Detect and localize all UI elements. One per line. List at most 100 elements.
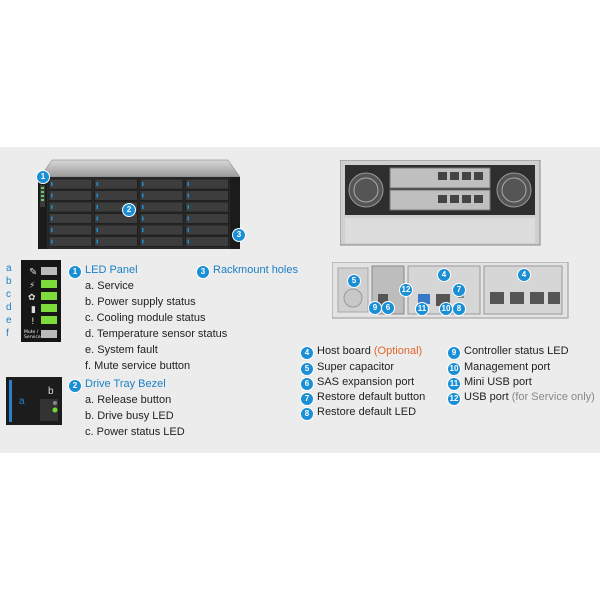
legend-1-item: a. Service [85,280,134,292]
drive-bay [94,213,138,224]
drive-bay-stripe [96,182,98,186]
rear-legend-badge: 10 [447,362,461,376]
legend-2-item: b. Drive busy LED [85,410,174,422]
rear-legend-item: Controller status LED [464,345,569,357]
drive-bay-stripe [142,182,144,186]
drive-bay-stripe [187,205,189,209]
rear-chassis-image [340,160,541,246]
callout-badge: 1 [36,170,50,184]
rear-legend-badge: 12 [447,392,461,406]
drive-bay-stripe [142,228,144,232]
rear-legend-item: Restore default LED [317,406,417,418]
legend-2-item: c. Power status LED [85,426,185,438]
mute-label: Service [24,334,41,340]
drive-bay-stripe [142,193,144,198]
rear-legend-item: SAS expansion port [317,376,415,388]
drive-bay [185,201,229,213]
drive-bay [185,178,229,190]
legend-1-title: LED Panel [85,264,138,276]
rear-legend-badge: 7 [300,392,314,406]
drive-bay-stripe [96,239,98,244]
drive-bay-stripe [142,205,144,209]
drive-bay-stripe [51,228,53,232]
rear-legend-badge: 11 [447,377,461,391]
front-chassis-image [38,159,241,249]
legend-2-badge: 2 [68,379,82,393]
drive-bay [185,213,229,224]
rear-legend-item: USB port (for Service only) [464,391,595,403]
rear-legend-item: Host board (Optional) [317,345,423,357]
callout-badge: 5 [347,274,361,288]
drive-bay [48,213,93,224]
rear-legend-item: Mini USB port [464,376,532,388]
led-panel-image: ✎ ⚡ ✿ ▮ ! Mute / Service [21,260,61,342]
drive-bay [139,224,184,236]
legend-1-item: c. Cooling module status [85,312,206,324]
rear-legend-badge: 9 [447,346,461,360]
legend-3-title: Rackmount holes [213,264,298,276]
led-letter: a [6,263,12,274]
legend-1-item: f. Mute service button [85,360,191,372]
svg-text:▮: ▮ [31,305,36,315]
legend-3-badge: 3 [196,265,210,279]
mute-label: Mute / [24,329,39,335]
tray-letter: a [19,396,25,407]
drive-bay [94,224,138,236]
drive-bay [94,236,138,247]
rear-legend-badge: 8 [300,407,314,421]
drive-bay [139,213,184,224]
drive-bay [48,201,93,213]
led-letter: e [6,315,12,326]
legend-1-badge: 1 [68,265,82,279]
drive-bay [185,190,229,201]
callout-badge: 9 [368,301,382,315]
drive-bay [185,236,229,247]
led-letter: d [6,302,12,313]
drive-bay [139,201,184,213]
drive-bay [48,224,93,236]
legend-1-item: e. System fault [85,344,158,356]
drive-bay [94,190,138,201]
callout-badge: 12 [399,283,413,297]
drive-bay-stripe [51,239,53,244]
tray-letter: b [48,386,54,397]
drive-bay-stripe [51,182,53,186]
legend-2-title: Drive Tray Bezel [85,378,166,390]
drive-bay-stripe [96,228,98,232]
callout-badge: 3 [232,228,246,242]
svg-text:✿: ✿ [28,293,36,303]
drive-bay-stripe [96,193,98,198]
drive-bay [94,201,138,213]
callout-badge: 2 [122,203,136,217]
rear-legend-badge: 6 [300,377,314,391]
drive-bay-stripe [142,239,144,244]
led-letter: f [6,328,9,339]
svg-text:✎: ✎ [29,267,37,278]
rear-legend-badge: 4 [300,346,314,360]
drive-bay-stripe [96,216,98,221]
callout-badge: 11 [415,302,429,316]
callout-badge: 8 [452,302,466,316]
drive-bay-stripe [187,193,189,198]
svg-text:!: ! [31,317,35,327]
legend-1-item: b. Power supply status [85,296,196,308]
drive-bay [139,236,184,247]
drive-bay-stripe [51,216,53,221]
led-letter: b [6,276,12,287]
drive-bay [48,178,93,190]
rear-legend-badge: 5 [300,362,314,376]
callout-badge: 4 [517,268,531,282]
drive-bay [48,236,93,247]
drive-tray-image: a b c [6,377,62,425]
drive-bay-stripe [187,239,189,244]
drive-bay [139,178,184,190]
drive-bay [185,224,229,236]
drive-bay-stripe [187,182,189,186]
drive-bay-stripe [142,216,144,221]
svg-text:⚡: ⚡ [29,281,35,291]
rear-legend-item: Management port [464,361,551,373]
callout-badge: 4 [437,268,451,282]
legend-1-item: d. Temperature sensor status [85,328,228,340]
drive-bay-stripe [187,216,189,221]
callout-badge: 6 [381,301,395,315]
